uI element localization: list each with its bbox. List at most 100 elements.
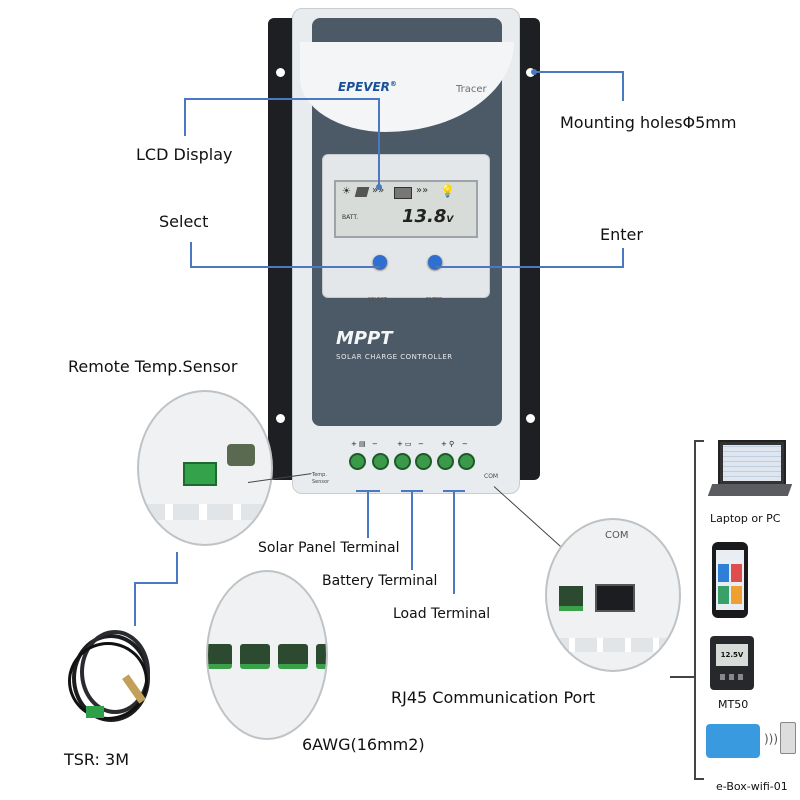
bulb-icon: 💡	[440, 184, 455, 198]
mounting-callout-dot	[531, 69, 537, 75]
terminal-sign: −	[418, 440, 424, 448]
temp-sensor-cable	[66, 626, 154, 724]
terminal-zoom	[206, 570, 328, 740]
laptop-display	[723, 445, 781, 481]
battery-icon	[394, 187, 412, 199]
select-callout-line	[190, 266, 380, 268]
accessory-bracket-vertical	[694, 440, 696, 780]
sun-icon: ☀	[342, 186, 351, 197]
enter-callout-rise	[622, 248, 624, 268]
flow-arrow-icon-2: »»	[416, 185, 429, 196]
terminal-battery-positive[interactable]	[394, 453, 411, 470]
brand-logo: EPEVER®	[338, 80, 397, 94]
tsr-callout-rise	[176, 552, 178, 584]
tsr-callout-drop	[134, 582, 136, 626]
zoom-green-port	[559, 586, 583, 611]
com-label: COM	[484, 473, 499, 480]
com-port-zoom: COM	[545, 518, 681, 672]
select-callout-rise	[190, 242, 192, 268]
cable-loop-3	[68, 642, 148, 720]
accessory-bracket-bottom	[694, 778, 704, 780]
mounting-holes-label: Mounting holesΦ5mm	[560, 113, 737, 132]
lcd-callout-dot	[376, 184, 382, 190]
mt50-label: MT50	[718, 698, 749, 711]
terminal-solar-positive[interactable]	[349, 453, 366, 470]
enter-label: Enter	[600, 225, 643, 244]
solar-symbol-icon: ▤	[359, 440, 366, 448]
phone-tile-3	[718, 586, 729, 604]
mt50-buttons	[720, 674, 744, 680]
terminal-sign: −	[372, 440, 378, 448]
tsr-callout-line	[134, 582, 178, 584]
mounting-callout-line	[534, 71, 624, 73]
terminal-sign: −	[462, 440, 468, 448]
sensor-connector	[86, 706, 104, 718]
select-button[interactable]	[373, 255, 387, 269]
solar-callout-drop	[367, 490, 369, 538]
solar-panel-icon	[354, 187, 370, 197]
rj45-port-label: RJ45 Communication Port	[391, 688, 596, 707]
zoom-vents	[139, 504, 271, 520]
laptop-base	[707, 484, 793, 496]
battery-terminal-label: Battery Terminal	[322, 573, 438, 589]
temp-sensor-label: Temp. Sensor	[312, 472, 330, 485]
lcd-value: 13.8V	[402, 206, 453, 227]
enter-button[interactable]	[428, 255, 442, 269]
lcd-batt-label: BATT.	[342, 214, 359, 221]
zoom-terminal-slot-2	[240, 644, 270, 669]
lcd-unit: V	[446, 215, 454, 225]
accessory-bracket-link	[670, 676, 696, 678]
device-subtitle: SOLAR CHARGE CONTROLLER	[336, 353, 453, 361]
terminal-battery-negative[interactable]	[415, 453, 432, 470]
load-callout-drop	[453, 490, 455, 594]
battery-callout-drop	[411, 490, 413, 570]
laptop-label: Laptop or PC	[710, 512, 781, 525]
ebox-image	[706, 724, 760, 758]
terminal-load-negative[interactable]	[458, 453, 475, 470]
lcd-callout-drop	[184, 98, 186, 136]
bulb-symbol-icon: ⚲	[449, 440, 455, 448]
load-terminal-label: Load Terminal	[393, 606, 491, 622]
zoom-port-green	[183, 462, 217, 486]
accessory-bracket-top	[694, 440, 704, 442]
rj45-port[interactable]	[595, 584, 635, 612]
phone-tile-2	[731, 564, 742, 582]
select-label: Select	[159, 212, 209, 231]
phone-screen	[716, 550, 744, 610]
ebox-phone	[780, 722, 796, 754]
com-zoom-connector	[493, 486, 562, 548]
zoom-terminal-slot-1	[208, 644, 232, 669]
laptop-screen	[718, 440, 786, 486]
temp-sensor-zoom	[137, 390, 273, 546]
solar-terminal-label: Solar Panel Terminal	[258, 540, 400, 556]
zoom-port-slot	[227, 444, 255, 466]
terminal-solar-negative[interactable]	[372, 453, 389, 470]
laptop-image	[707, 440, 793, 502]
mounting-hole-bottom-right	[526, 414, 535, 423]
mounting-hole-top-left	[276, 68, 285, 77]
zoom-terminal-slot-3	[278, 644, 308, 669]
terminal-load-positive[interactable]	[437, 453, 454, 470]
mounting-callout-drop	[622, 71, 624, 101]
registered-mark: ®	[389, 80, 397, 88]
enter-button-label: ENTER	[426, 297, 443, 303]
tsr-label: TSR: 3M	[64, 750, 130, 769]
zoom-terminal-slot-4	[316, 644, 326, 669]
zoom-vents-com	[547, 638, 679, 652]
zoom-com-label: COM	[605, 530, 629, 541]
terminal-sign: +	[441, 440, 447, 448]
brand-text: EPEVER	[338, 80, 390, 94]
mt50-image: 12.5V	[710, 636, 754, 690]
phone-tile-1	[718, 564, 729, 582]
lcd-display-label: LCD Display	[136, 145, 233, 164]
mounting-hole-top-right	[526, 68, 535, 77]
phone-image	[712, 542, 748, 618]
terminal-sign: +	[397, 440, 403, 448]
lcd-callout-down	[378, 98, 380, 186]
terminal-sign: +	[351, 440, 357, 448]
flow-arrow-icon: »»	[372, 185, 385, 196]
mt50-lcd: 12.5V	[716, 644, 748, 666]
mounting-hole-bottom-left	[276, 414, 285, 423]
remote-temp-sensor-label: Remote Temp.Sensor	[68, 357, 238, 376]
lcd-value-number: 13.8	[402, 206, 447, 227]
